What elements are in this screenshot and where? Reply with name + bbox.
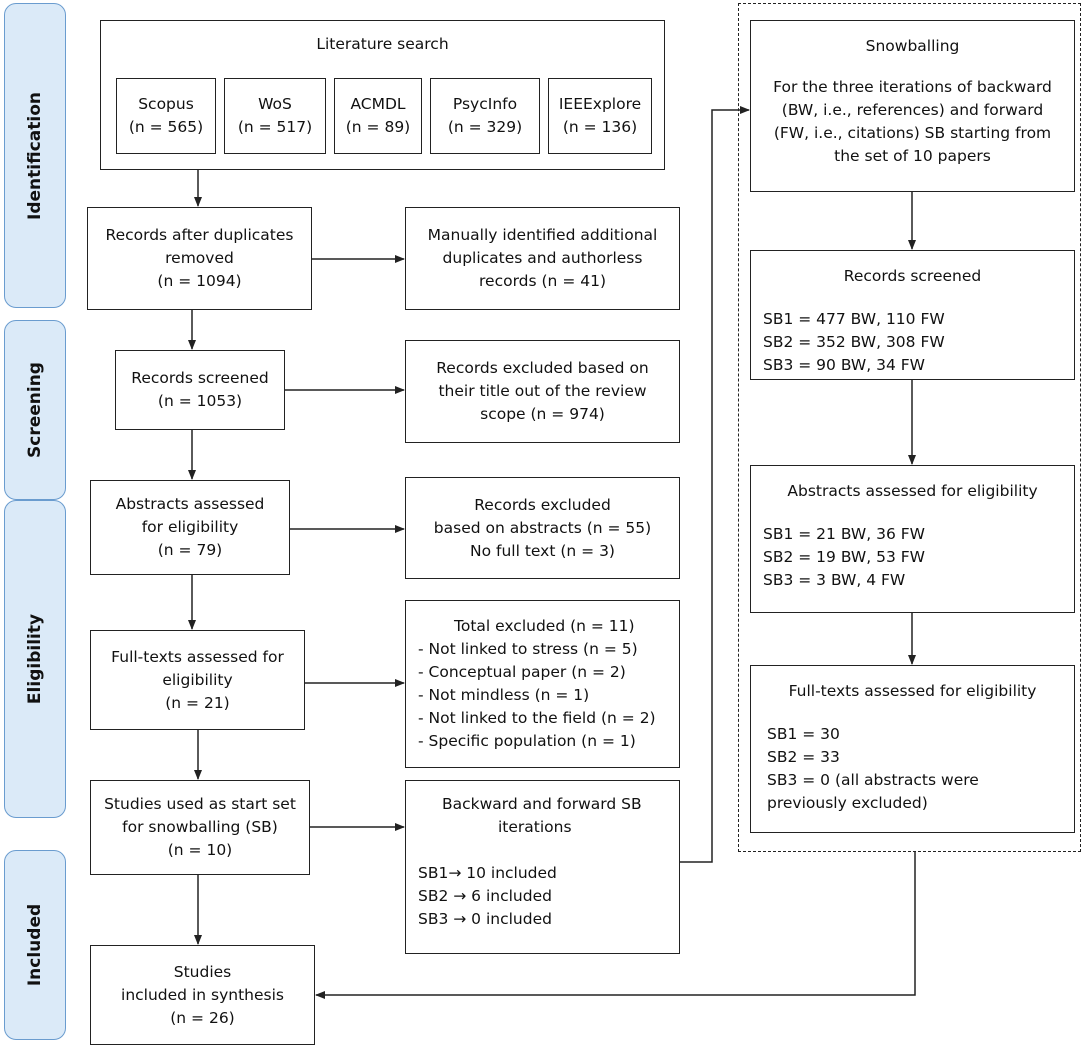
abstract-excluded-line-1: Records excluded (474, 495, 611, 514)
source-name: ACMDL (350, 95, 406, 113)
source-psycinfo: PsycInfo (n = 329) (430, 78, 540, 154)
source-count: (n = 329) (447, 118, 523, 136)
abstract-excluded-line-2: based on abstracts (n = 55) (433, 518, 652, 537)
abstracts-line-1: Abstracts assessed (115, 495, 265, 513)
start-set-box: Studies used as start set for snowballin… (90, 780, 310, 875)
fulltexts-line-3: (n = 21) (165, 693, 230, 712)
sb-abstracts-item: SB2 = 19 BW, 53 FW (763, 548, 925, 566)
arrow-snowballing-to-included (315, 852, 916, 999)
startset-line-2: for snowballing (SB) (122, 818, 278, 836)
manual-line-1: Manually identified additional (427, 226, 658, 244)
sb-fulltexts-box: Full-texts assessed for eligibility SB1 … (750, 665, 1075, 833)
source-count: (n = 136) (562, 118, 638, 136)
exclusion-reason: - Specific population (n = 1) (418, 732, 636, 750)
sb-abstracts-item: SB3 = 3 BW, 4 FW (763, 571, 906, 589)
sb-records-screened-box: Records screened SB1 = 477 BW, 110 FW SB… (750, 250, 1075, 380)
exclusion-reason: - Not mindless (n = 1) (418, 686, 590, 704)
studies-included-box: Studies included in synthesis (n = 26) (90, 945, 315, 1045)
source-acmdl: ACMDL (n = 89) (334, 78, 422, 154)
abstracts-line-3: (n = 79) (157, 541, 223, 559)
snowballing-line-3: (FW, i.e., citations) SB starting from (773, 124, 1052, 142)
source-count: (n = 89) (345, 118, 411, 136)
fulltext-excluded-box: Total excluded (n = 11) - Not linked to … (405, 600, 680, 768)
records-dedup-box: Records after duplicates removed (n = 10… (87, 207, 312, 310)
included-line-1: Studies (173, 962, 232, 981)
sb-screened-item: SB2 = 352 BW, 308 FW (763, 333, 945, 351)
source-count: (n = 517) (237, 118, 313, 136)
title-excluded-line-2: their title out of the review (438, 382, 647, 400)
sb-screened-item: SB1 = 477 BW, 110 FW (763, 310, 945, 328)
fulltexts-assessed-box: Full-texts assessed for eligibility (n =… (90, 630, 305, 730)
exclusion-reason: - Not linked to stress (n = 5) (418, 640, 638, 658)
source-count: (n = 565) (128, 118, 204, 136)
startset-line-3: (n = 10) (167, 841, 233, 859)
sb-abstracts-item: SB1 = 21 BW, 36 FW (763, 525, 925, 543)
sb-screened-title: Records screened (843, 267, 982, 285)
snowballing-line-1: For the three iterations of backward (773, 78, 1052, 96)
snowballing-panel (738, 3, 1081, 852)
source-scopus: Scopus (n = 565) (116, 78, 216, 154)
title-excluded-line-3: scope (n = 974) (480, 405, 605, 423)
sb-fulltexts-item: SB3 = 0 (all abstracts were (767, 771, 979, 789)
source-name: PsycInfo (452, 95, 518, 113)
manual-duplicates-box: Manually identified additional duplicate… (405, 207, 680, 310)
exclusion-reason: - Conceptual paper (n = 2) (418, 663, 626, 681)
included-line-3: (n = 26) (170, 1008, 235, 1027)
abstracts-line-2: for eligibility (141, 518, 239, 536)
source-name: WoS (258, 95, 292, 113)
screened-line-2: (n = 1053) (157, 392, 243, 410)
snowballing-intro-box: Snowballing For the three iterations of … (750, 20, 1075, 192)
dedup-line-3: (n = 1094) (157, 272, 242, 290)
sb-fulltexts-item: SB1 = 30 (767, 725, 840, 743)
sb-fulltexts-title: Full-texts assessed for eligibility (788, 682, 1037, 700)
source-ieeexplore: IEEExplore (n = 136) (548, 78, 652, 154)
sb-result: SB1→ 10 included (418, 864, 557, 882)
phase-eligibility: Eligibility (4, 500, 66, 818)
source-wos: WoS (n = 517) (224, 78, 326, 154)
manual-line-2: duplicates and authorless (442, 249, 643, 267)
included-line-2: included in synthesis (121, 985, 284, 1004)
abstract-excluded-line-3: No full text (n = 3) (470, 541, 615, 560)
phase-identification: Identification (4, 3, 66, 308)
arrow-sb-to-snowballing (680, 106, 750, 863)
literature-search-title: Literature search (316, 35, 449, 53)
sb-fulltexts-item: SB2 = 33 (767, 748, 840, 766)
sb-result: SB2 → 6 included (418, 887, 552, 905)
fulltexts-line-2: eligibility (162, 670, 233, 689)
manual-line-3: records (n = 41) (479, 272, 606, 290)
sb-abstracts-box: Abstracts assessed for eligibility SB1 =… (750, 465, 1075, 613)
source-name: IEEExplore (558, 95, 642, 113)
startset-line-1: Studies used as start set (104, 795, 296, 813)
sb-abstracts-title: Abstracts assessed for eligibility (787, 482, 1038, 500)
phase-included: Included (4, 850, 66, 1040)
snowballing-title: Snowballing (865, 37, 960, 55)
fulltexts-line-1: Full-texts assessed for (111, 647, 284, 666)
dedup-line-1: Records after duplicates (105, 226, 294, 244)
records-screened-box: Records screened (n = 1053) (115, 350, 285, 430)
snowballing-line-2: (BW, i.e., references) and forward (781, 101, 1044, 119)
abstracts-assessed-box: Abstracts assessed for eligibility (n = … (90, 480, 290, 575)
exclusion-reason: - Not linked to the field (n = 2) (418, 709, 656, 727)
title-excluded-line-1: Records excluded based on (436, 359, 649, 377)
source-name: Scopus (138, 95, 194, 113)
title-excluded-box: Records excluded based on their title ou… (405, 340, 680, 443)
sb-fulltexts-item: previously excluded) (767, 794, 928, 812)
abstract-excluded-box: Records excluded based on abstracts (n =… (405, 477, 680, 579)
screened-line-1: Records screened (131, 369, 269, 387)
sb-screened-item: SB3 = 90 BW, 34 FW (763, 356, 925, 374)
sb-iterations-line-1: Backward and forward SB (442, 795, 642, 813)
sb-iterations-line-2: iterations (498, 818, 572, 836)
phase-screening: Screening (4, 320, 66, 500)
sb-result: SB3 → 0 included (418, 910, 552, 928)
sb-iterations-box: Backward and forward SB iterations SB1→ … (405, 780, 680, 954)
dedup-line-2: removed (165, 249, 234, 267)
snowballing-line-4: the set of 10 papers (834, 147, 991, 165)
fulltext-excluded-title: Total excluded (n = 11) (454, 617, 635, 635)
